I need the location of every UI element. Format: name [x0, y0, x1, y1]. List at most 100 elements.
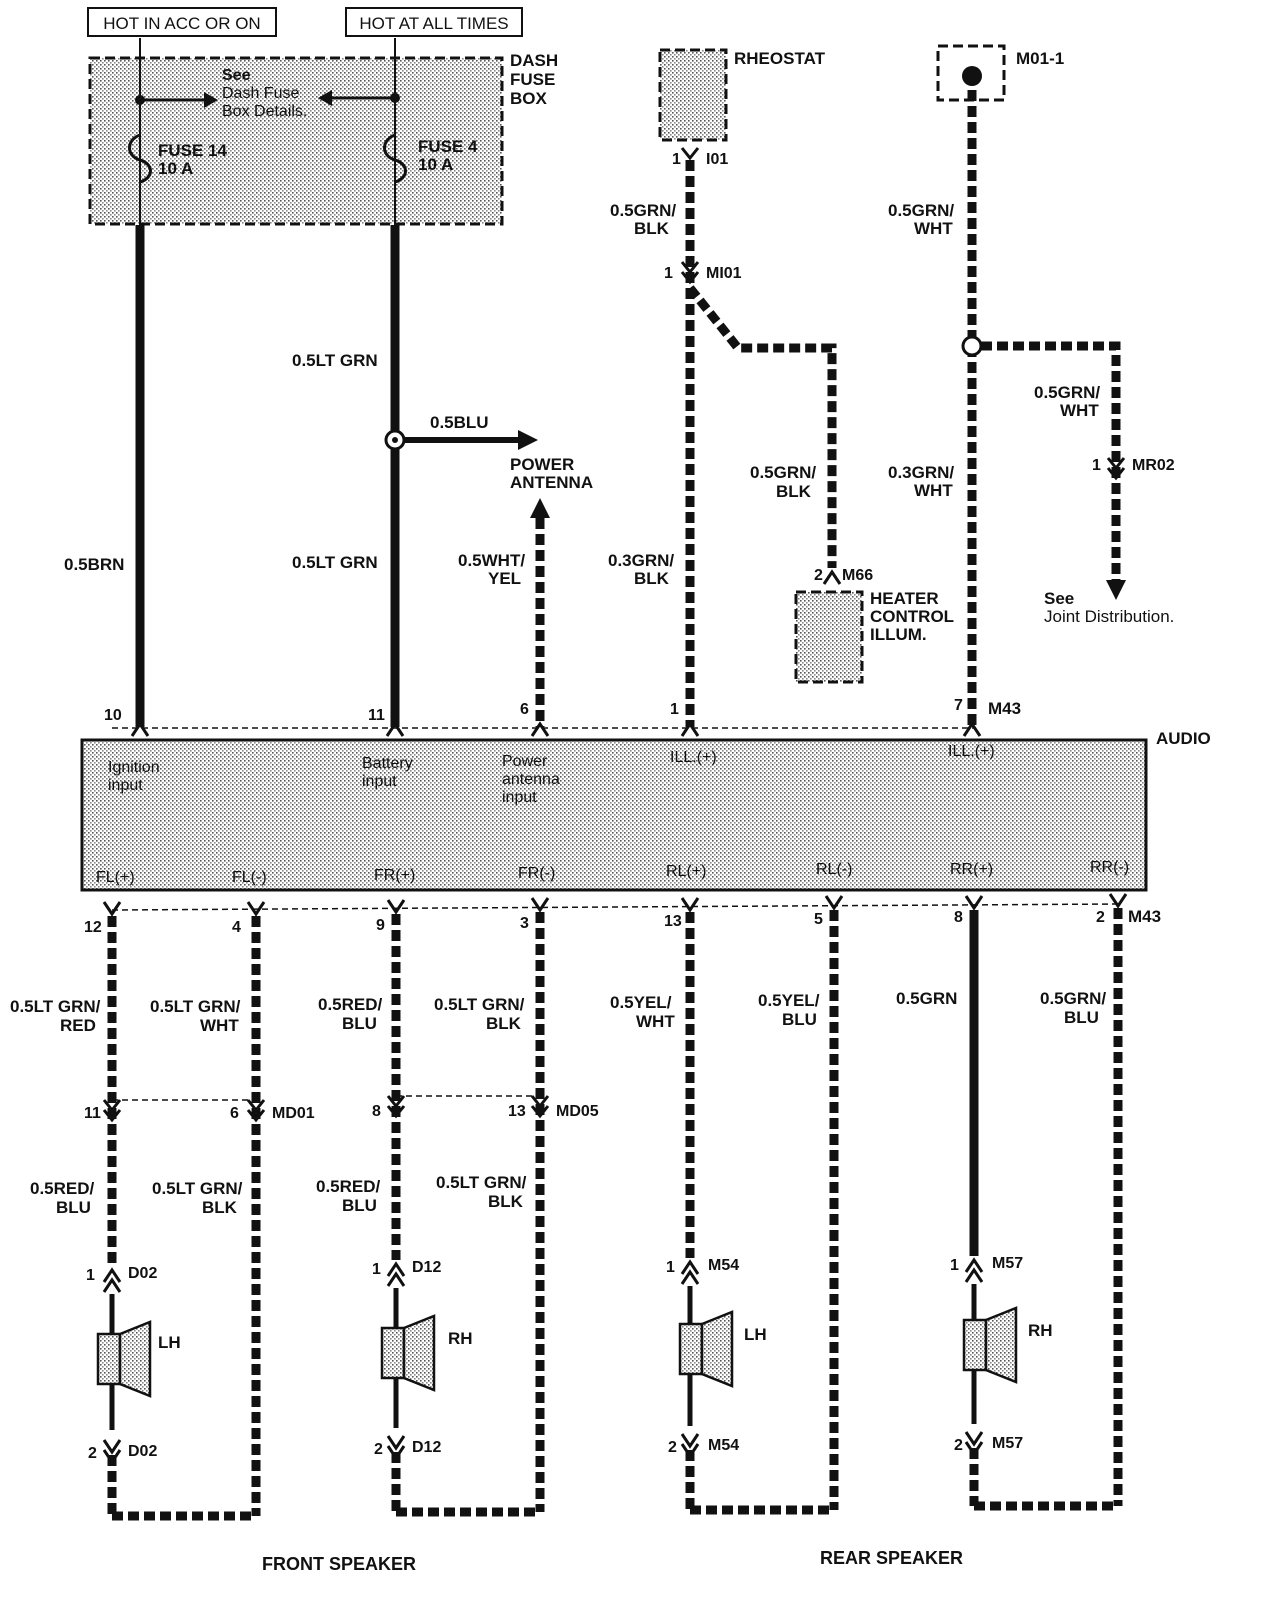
audio-pin-6: 6 — [520, 701, 529, 718]
rheostat-label: RHEOSTAT — [734, 49, 826, 68]
m54-pin2: 2 — [668, 1439, 677, 1456]
wire-grn-wht-a-label-1: 0.5GRN/ — [888, 201, 954, 220]
audio-top-pins: 10 11 6 1 7 M43 — [104, 697, 1021, 737]
connector-icon — [385, 721, 405, 737]
m57-side: RH — [1028, 1321, 1053, 1340]
arrow-right-icon — [518, 430, 538, 450]
lower-wire-labels: 0.5LT GRN/ RED 0.5LT GRN/ WHT 0.5RED/ BL… — [10, 989, 1106, 1217]
pin-5: 5 — [814, 911, 823, 928]
audio-conn-bottom: M43 — [1128, 907, 1161, 926]
connector-icon — [386, 1095, 406, 1119]
fuse-14-rating: 10 A — [158, 159, 193, 178]
wire-grn-wht-a-label-2: WHT — [914, 219, 953, 238]
ill-plus-2: ILL.(+) — [948, 743, 995, 760]
d02-conn2: D02 — [128, 1443, 157, 1460]
w2-label-a: 0.5LT GRN/ — [150, 997, 241, 1016]
rear-rh-speaker: 1 M57 RH 2 M57 — [950, 1255, 1053, 1457]
w9-label-b: BLU — [56, 1198, 91, 1217]
pin-8: 8 — [954, 909, 963, 926]
connector-icon — [680, 897, 700, 913]
connector-icon — [964, 895, 984, 911]
connector-icon — [680, 1259, 700, 1285]
pin-4: 4 — [232, 919, 241, 936]
wire-grn-blk-c-label-2: BLK — [634, 569, 670, 588]
w2-label-b: WHT — [200, 1016, 239, 1035]
heater-label-2: CONTROL — [870, 607, 954, 626]
connector-icon — [386, 1261, 406, 1287]
mr02-conn: MR02 — [1132, 457, 1175, 474]
power-antenna-input-1: Power — [502, 753, 548, 770]
hot-acc-label-box: HOT IN ACC OR ON — [87, 7, 277, 37]
rl-minus-label: RL(-) — [816, 861, 852, 878]
pin-2: 2 — [1096, 909, 1105, 926]
w3-label-a: 0.5RED/ — [318, 995, 383, 1014]
battery-input-1: Battery — [362, 755, 413, 772]
wire-brn-label: 0.5BRN — [64, 555, 124, 574]
m66-pin: 2 — [814, 567, 823, 584]
battery-input-2: input — [362, 773, 397, 790]
front-lh-speaker: 1 D02 LH 2 D02 — [86, 1265, 181, 1465]
fr-plus-label: FR(+) — [374, 867, 415, 884]
ignition-input-1: Ignition — [108, 759, 160, 776]
m57-pin2: 2 — [954, 1437, 963, 1454]
m57-pin1: 1 — [950, 1257, 959, 1274]
w5-label-a: 0.5YEL/ — [610, 993, 672, 1012]
power-antenna-input-3: input — [502, 789, 537, 806]
wire-wht-yel-label-1: 0.5WHT/ — [458, 551, 525, 570]
connector-icon — [962, 721, 982, 737]
ill-plus-1: ILL.(+) — [670, 749, 717, 766]
w3-label-b: BLU — [342, 1014, 377, 1033]
speaker-icon — [962, 1318, 988, 1372]
hot-acc-label: HOT IN ACC OR ON — [103, 14, 260, 33]
d12-conn1: D12 — [412, 1259, 441, 1276]
connector-icon — [680, 147, 700, 161]
wire-grn-wht-c-label-1: 0.3GRN/ — [888, 463, 954, 482]
md01-connector: 11 6 MD01 — [84, 1099, 315, 1123]
connector-icon — [130, 721, 150, 737]
audio-pin-11: 11 — [368, 707, 385, 724]
w5-label-b: WHT — [636, 1012, 675, 1031]
m54-conn2: M54 — [708, 1437, 739, 1454]
wire-grn-blk-b-label-1: 0.5GRN/ — [750, 463, 816, 482]
audio-conn-top: M43 — [988, 699, 1021, 718]
md01-conn: MD01 — [272, 1105, 315, 1122]
audio-pin-7: 7 — [954, 697, 963, 714]
arrow-down-icon — [1106, 580, 1126, 600]
d12-pin2: 2 — [374, 1441, 383, 1458]
audio-bottom-pins: 12 4 9 3 13 5 8 2 M43 — [84, 893, 1161, 936]
connector-icon — [102, 1439, 122, 1465]
hot-always-label-box: HOT AT ALL TIMES — [345, 7, 523, 37]
w11-label-b: BLU — [342, 1196, 377, 1215]
m57-conn1: M57 — [992, 1255, 1023, 1272]
front-rh-speaker: 1 D12 RH 2 D12 — [372, 1259, 473, 1461]
w8-label-a: 0.5GRN/ — [1040, 989, 1106, 1008]
heater-control-box — [794, 590, 864, 684]
m66-conn: M66 — [842, 567, 873, 584]
speaker-icon — [96, 1332, 122, 1386]
wire-grn-blk-a-label-2: BLK — [634, 219, 670, 238]
fuse-4-rating: 10 A — [418, 155, 453, 174]
md05-pin-b: 13 — [508, 1103, 526, 1120]
w4-label-b: BLK — [486, 1014, 522, 1033]
pin-9: 9 — [376, 917, 385, 934]
fl-plus-label: FL(+) — [96, 869, 135, 886]
ignition-input-2: input — [108, 777, 143, 794]
dash-fuse-box-title-1: DASH — [510, 51, 558, 70]
connector-icon — [530, 897, 550, 913]
speaker-icon — [678, 1322, 704, 1376]
pin-3: 3 — [520, 915, 529, 932]
mr02-see-2: Joint Distribution. — [1044, 607, 1174, 626]
fl-minus-label: FL(-) — [232, 869, 267, 886]
rheostat-conn: I01 — [706, 151, 728, 168]
power-antenna-label-1: POWER — [510, 455, 574, 474]
w7-label: 0.5GRN — [896, 989, 957, 1008]
mi01-pin: 1 — [664, 265, 673, 282]
wire-grn-wht-b-label-2: WHT — [1060, 401, 1099, 420]
w12-label-b: BLK — [488, 1192, 524, 1211]
connector-icon — [1108, 893, 1128, 909]
audio-unit — [80, 738, 1148, 892]
w9-label-a: 0.5RED/ — [30, 1179, 95, 1198]
pin-12: 12 — [84, 919, 102, 936]
fuse-4-icon — [383, 133, 407, 184]
arrow-left-icon — [318, 90, 332, 106]
